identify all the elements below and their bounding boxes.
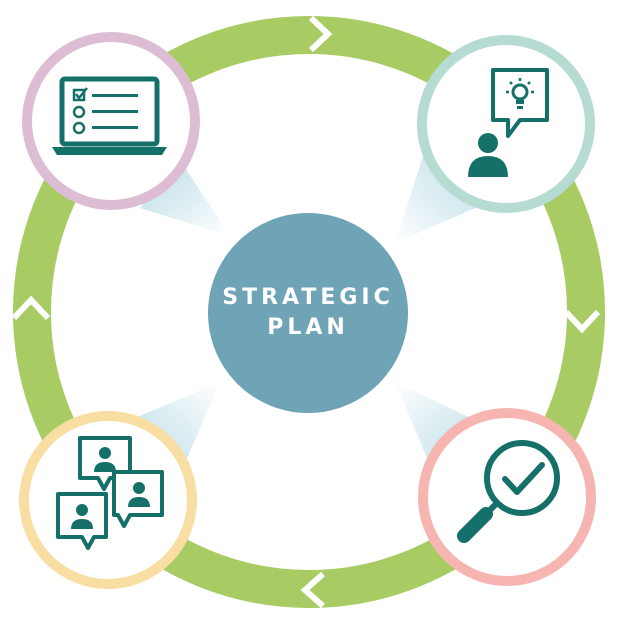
person-idea-icon — [468, 68, 549, 177]
center-circle — [208, 213, 408, 413]
connector-bottom-left — [130, 382, 220, 470]
team-chat-icon — [56, 436, 164, 550]
ring-chevron-right — [563, 309, 601, 334]
node-bottom-right — [418, 408, 596, 586]
connector-bottom-right — [395, 382, 485, 470]
laptop-checklist-icon — [52, 76, 167, 155]
ring-chevron-left — [11, 295, 51, 321]
ring-chevron-bottom — [300, 571, 325, 609]
node-top-right — [417, 35, 595, 213]
magnifier-check-icon — [457, 440, 560, 543]
node-bottom-left — [19, 411, 197, 589]
node-top-left — [22, 32, 200, 210]
cycle-ring — [11, 15, 605, 609]
connector-top-right — [395, 150, 482, 243]
connector-top-left — [140, 160, 230, 236]
ring-chevron-top — [308, 15, 333, 53]
